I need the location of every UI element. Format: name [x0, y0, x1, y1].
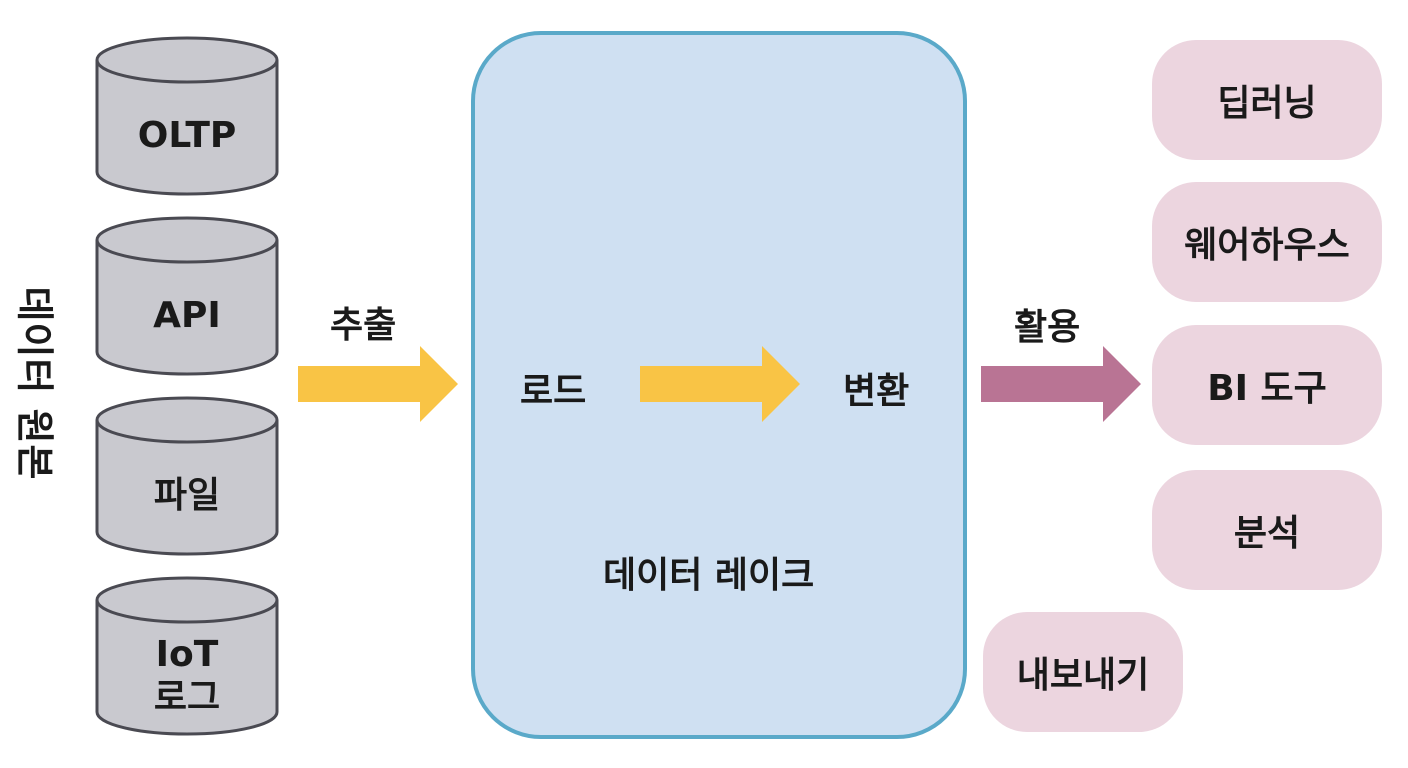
source-label-iot-line2: 로그: [153, 677, 221, 718]
right-arrow-icon: [981, 346, 1141, 422]
consumer-label: 분석: [1233, 513, 1301, 554]
database-cylinder-icon: [95, 576, 279, 736]
transform-label: 변환: [843, 371, 910, 412]
consumer-label: BI 도구: [1207, 368, 1327, 409]
database-cylinder-icon: [95, 216, 279, 376]
data-sources-label-text: 데이터 원본: [12, 285, 57, 481]
use-label: 활용: [1014, 307, 1081, 348]
consumer-label: 딥러닝: [1217, 83, 1317, 124]
source-cylinder-oltp: OLTP: [95, 34, 279, 198]
source-cylinder-iot-log: IoT 로그: [95, 574, 279, 738]
consumer-bi-tools: BI 도구: [1152, 325, 1382, 445]
source-label-oltp: OLTP: [137, 115, 237, 157]
export-node: 내보내기: [983, 612, 1183, 732]
data-lake-title: 데이터 레이크: [603, 555, 815, 596]
data-sources-group-label: 데이터 원본: [8, 268, 68, 498]
source-label-iot-line1: IoT: [155, 633, 219, 675]
consumer-deep-learning: 딥러닝: [1152, 40, 1382, 160]
consumer-analysis: 분석: [1152, 470, 1382, 590]
source-cylinder-api: API: [95, 214, 279, 378]
extract-label: 추출: [330, 305, 397, 346]
source-cylinder-file: 파일: [95, 394, 279, 558]
source-label-file: 파일: [153, 475, 221, 517]
source-label-api: API: [153, 295, 221, 337]
load-to-transform-arrow: [640, 346, 802, 422]
right-arrow-icon: [640, 346, 800, 422]
right-arrow-icon: [298, 346, 458, 422]
consumer-label: 웨어하우스: [1184, 225, 1350, 266]
consumer-warehouse: 웨어하우스: [1152, 182, 1382, 302]
database-cylinder-icon: [95, 36, 279, 196]
database-cylinder-icon: [95, 396, 279, 556]
load-label: 로드: [520, 371, 587, 412]
extract-arrow: [298, 346, 460, 422]
export-label: 내보내기: [1016, 655, 1150, 696]
use-arrow: [981, 346, 1143, 422]
